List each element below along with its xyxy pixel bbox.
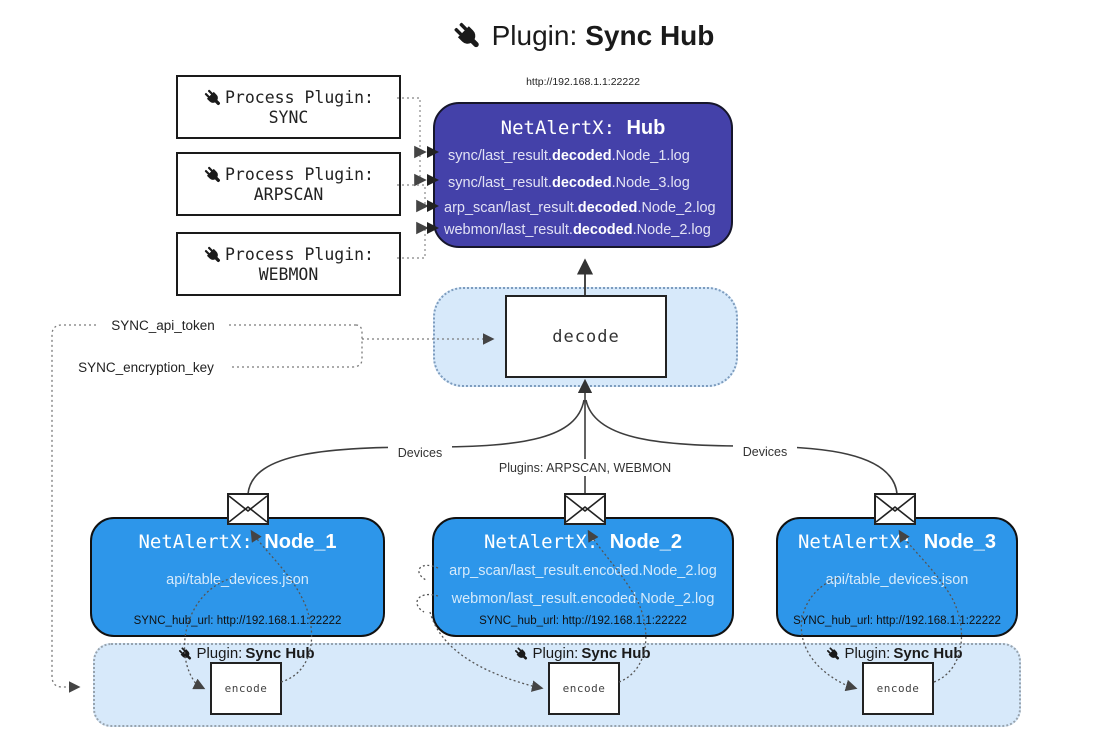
plug-icon [513, 645, 530, 662]
encoder-label: Plugin: Sync Hub [177, 645, 315, 662]
node-file: api/table_devices.json [166, 572, 309, 588]
process-plugin-connectors [397, 97, 429, 259]
process-plugin-name: SYNC [268, 107, 309, 127]
process-plugin-label: Process Plugin: [224, 88, 374, 107]
sync-api-token-label: SYNC_api_token [111, 318, 215, 333]
node-1-box: NetAlertX: Node_1 api/table_devices.json… [90, 517, 385, 637]
label-backing [733, 442, 797, 460]
plug-icon [203, 244, 223, 265]
node-hub-url: SYNC_hub_url: http://192.168.1.1:22222 [133, 615, 342, 627]
plug-icon [825, 645, 842, 662]
title-bold: Sync Hub [585, 20, 715, 51]
node-3-box: NetAlertX: Node_3 api/table_devices.json… [776, 517, 1018, 637]
encoder-label: Plugin: Sync Hub [825, 645, 963, 662]
page-title: Plugin: Sync Hub [452, 20, 715, 52]
hub-log-line: sync/last_result.decoded.Node_3.log [448, 175, 690, 191]
node-file: arp_scan/last_result.encoded.Node_2.log [449, 563, 717, 579]
node-file: api/table_devices.json [825, 572, 969, 588]
encode-box-2: encode [548, 662, 620, 715]
process-plugin-webmon: Process Plugin: WEBMON [176, 232, 401, 296]
hub-log-line: arp_scan/last_result.decoded.Node_2.log [444, 200, 716, 216]
hub-url: http://192.168.1.1:22222 [526, 76, 640, 88]
node-2-box: NetAlertX: Node_2 arp_scan/last_result.e… [432, 517, 734, 637]
plugins-middle-label: Plugins: ARPSCAN, WEBMON [499, 461, 671, 475]
hub-box: NetAlertX: Hub sync/last_result.decoded.… [433, 102, 733, 248]
hub-title: NetAlertX: Hub [435, 117, 731, 140]
decode-box: decode [505, 295, 667, 378]
sync-encryption-key-label: SYNC_encryption_key [78, 360, 214, 375]
process-plugin-name: ARPSCAN [253, 184, 324, 204]
encoder-label: Plugin: Sync Hub [513, 645, 651, 662]
label-backing [60, 358, 232, 375]
hub-title-prefix: NetAlertX: [500, 117, 616, 139]
node-title: NetAlertX: Node_3 [797, 531, 997, 553]
plug-icon [177, 645, 194, 662]
process-plugin-label: Process Plugin: [224, 165, 374, 184]
plug-icon [203, 87, 223, 108]
node-title: NetAlertX: Node_2 [483, 531, 683, 553]
process-plugin-sync: Process Plugin: SYNC [176, 75, 401, 139]
encode-box-1: encode [210, 662, 282, 715]
label-backing [500, 459, 670, 476]
plug-icon [452, 20, 484, 52]
node-hub-url: SYNC_hub_url: http://192.168.1.1:22222 [793, 615, 1001, 627]
label-backing [388, 443, 452, 461]
process-plugin-label: Process Plugin: [224, 245, 374, 264]
devices-left-label: Devices [398, 446, 442, 460]
encode-box-3: encode [862, 662, 934, 715]
devices-right-label: Devices [743, 445, 787, 459]
hub-title-bold: Hub [626, 117, 666, 139]
plug-icon [203, 164, 223, 185]
node-file: webmon/last_result.encoded.Node_2.log [451, 591, 715, 607]
label-backing [98, 316, 228, 333]
decode-label: decode [552, 326, 620, 347]
process-plugin-arpscan: Process Plugin: ARPSCAN [176, 152, 401, 216]
node-hub-url: SYNC_hub_url: http://192.168.1.1:22222 [479, 615, 687, 627]
hub-log-line: webmon/last_result.decoded.Node_2.log [444, 222, 711, 238]
title-prefix: Plugin: [491, 20, 578, 51]
node-title: NetAlertX: Node_1 [138, 531, 337, 553]
node-to-decode-curves [247, 378, 898, 495]
process-plugin-name: WEBMON [258, 264, 319, 284]
hub-log-line: sync/last_result.decoded.Node_1.log [448, 148, 690, 164]
